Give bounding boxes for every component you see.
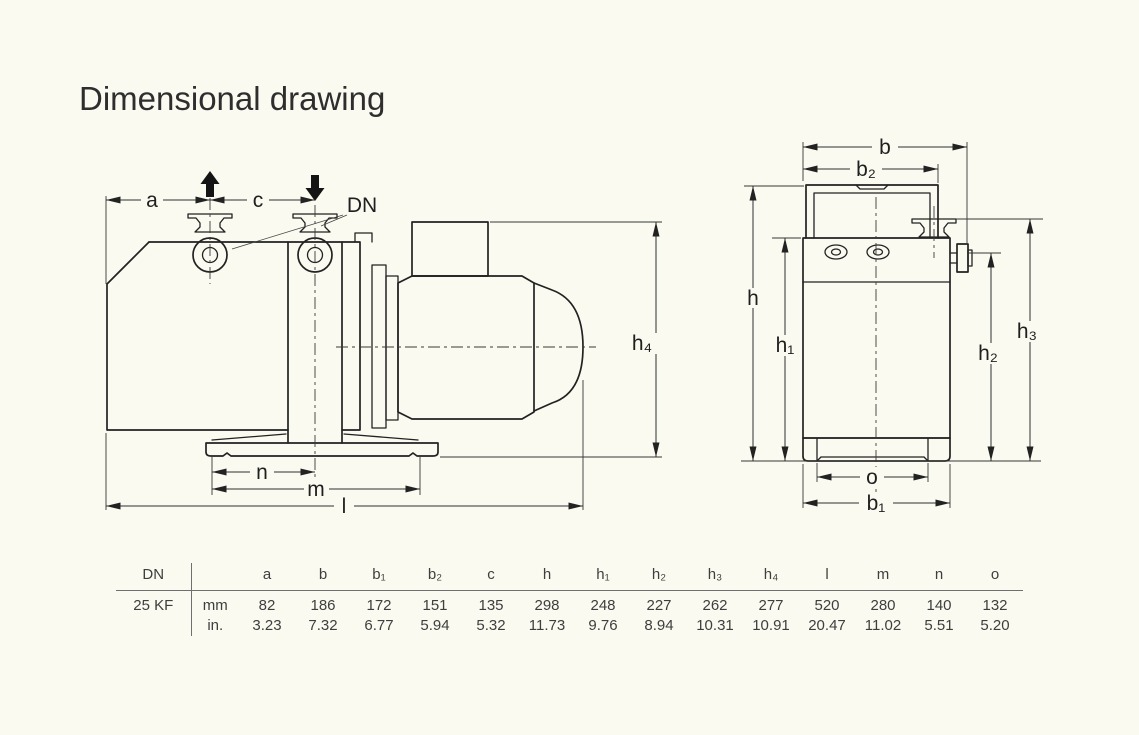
dim-table-body: 25 KF mm 82 186 172 151 135 298 248 227 262 277 520 2… [116, 590, 1023, 636]
row-header-cell [116, 616, 192, 636]
pump-body-front [802, 237, 951, 439]
dim-h4-label: h₄ [632, 332, 652, 355]
value-cell: 151 [422, 597, 448, 614]
value-cell: 11.73 [528, 617, 566, 634]
value-cell: 82 [258, 597, 276, 614]
dim-col-header: h [519, 563, 575, 591]
dim-col-header: n [911, 563, 967, 591]
value-cell: 280 [870, 597, 896, 614]
dim-col-header: l [799, 563, 855, 591]
unit-cell: in. [207, 617, 224, 634]
value-cell: 3.23 [252, 617, 282, 634]
dim-table-row: 25 KF mm 82 186 172 151 135 298 248 227 262 277 520 2… [116, 590, 1023, 616]
value-cell: 10.91 [752, 617, 790, 634]
dim-a-label: a [146, 189, 158, 212]
extension-lines-front [744, 142, 1043, 508]
pump-side-view: DN a c h₄ n m l [105, 171, 662, 518]
dim-col-header: h₂ [631, 563, 687, 591]
side-knob [949, 243, 973, 273]
value-cell: 5.51 [924, 617, 954, 634]
dim-col-header: h₄ [743, 563, 799, 591]
value-cell: 172 [366, 597, 392, 614]
intake-flow-arrow-icon [305, 175, 325, 201]
row-header-cell: 25 KF [116, 590, 192, 616]
dim-col-header: c [463, 563, 519, 591]
dim-l-label: l [342, 495, 347, 518]
value-cell: 6.77 [364, 617, 394, 634]
value-cell: 277 [758, 597, 784, 614]
value-cell: 262 [702, 597, 728, 614]
value-cell: 135 [478, 597, 504, 614]
value-cell: 20.47 [808, 617, 846, 634]
dim-h3-label: h₃ [1017, 320, 1037, 343]
value-cell: 132 [982, 597, 1008, 614]
dim-col-header: h₃ [687, 563, 743, 591]
dim-h2-label: h₂ [978, 342, 998, 365]
value-cell: 11.02 [864, 617, 902, 634]
mounting-foot [205, 433, 439, 457]
dim-o-label: o [866, 466, 878, 489]
value-cell: 186 [310, 597, 336, 614]
carrying-handle [805, 184, 939, 239]
dim-col-header: b [295, 563, 351, 591]
dim-col-header: b₁ [351, 563, 407, 591]
dim-table-row: in. 3.23 7.32 6.77 5.94 5.32 11.73 9.76 8.94 10.3… [116, 616, 1023, 636]
dim-n-label: n [256, 461, 268, 484]
value-cell: 227 [646, 597, 672, 614]
dim-b2-label: b₂ [856, 158, 876, 181]
value-cell: 140 [926, 597, 952, 614]
dim-col-header: b₂ [407, 563, 463, 591]
kf-flange [187, 213, 233, 233]
value-cell: 10.31 [696, 617, 734, 634]
kf-flange [292, 213, 338, 233]
value-cell: 5.94 [420, 617, 450, 634]
value-cell: 5.20 [980, 617, 1010, 634]
unit-cell: mm [202, 597, 228, 614]
dn-label: DN [347, 194, 377, 217]
value-cell: 7.32 [308, 617, 338, 634]
mounting-foot-front [802, 437, 951, 462]
dim-col-header: h₁ [575, 563, 631, 591]
dim-h1-label: h₁ [776, 334, 795, 357]
pump-body [106, 232, 373, 444]
value-cell: 8.94 [644, 617, 674, 634]
dim-h-label: h [747, 287, 759, 310]
extension-lines [105, 196, 662, 510]
table-unit-header [191, 563, 239, 591]
motor-adapter [371, 264, 399, 429]
value-cell: 9.76 [588, 617, 618, 634]
motor [397, 221, 584, 420]
oil-sight-glasses [824, 244, 890, 260]
dim-col-header: a [239, 563, 295, 591]
value-cell: 5.32 [476, 617, 506, 634]
value-cell: 248 [590, 597, 616, 614]
page-title: Dimensional drawing [79, 80, 386, 117]
kf-flange-front [911, 218, 957, 238]
pump-front-view: b b₂ h h₁ h₂ h₃ o b₁ [741, 136, 1046, 515]
dim-b1-label: b₁ [867, 492, 886, 515]
dim-b-label: b [879, 136, 891, 159]
dn-leader-lines [231, 214, 348, 250]
value-cell: 520 [814, 597, 840, 614]
exhaust-flow-arrow-icon [200, 171, 220, 197]
dim-col-header: o [967, 563, 1023, 591]
table-corner-header: DN [116, 563, 192, 591]
intake-column [287, 241, 343, 444]
value-cell: 298 [534, 597, 560, 614]
dim-col-header: m [855, 563, 911, 591]
dim-c-label: c [253, 189, 264, 212]
dim-m-label: m [307, 478, 325, 501]
terminal-box [411, 221, 489, 277]
